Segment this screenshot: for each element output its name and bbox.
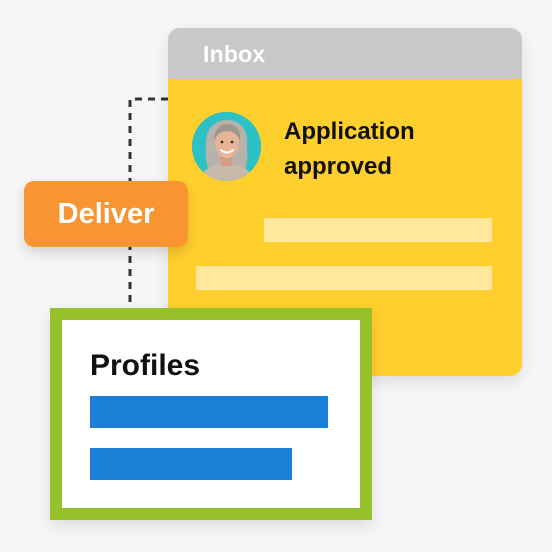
profiles-title: Profiles: [90, 349, 201, 382]
avatar-icon: [192, 112, 261, 181]
profiles-card: Profiles: [50, 308, 372, 520]
message-placeholder-line: [264, 218, 492, 242]
message-placeholder-line: [196, 266, 492, 290]
profile-placeholder-bar: [90, 448, 292, 480]
deliver-badge: Deliver: [24, 181, 188, 247]
inbox-header: Inbox: [168, 28, 522, 79]
profile-placeholder-bar: [90, 396, 328, 428]
message-title: Application approved: [284, 118, 415, 180]
